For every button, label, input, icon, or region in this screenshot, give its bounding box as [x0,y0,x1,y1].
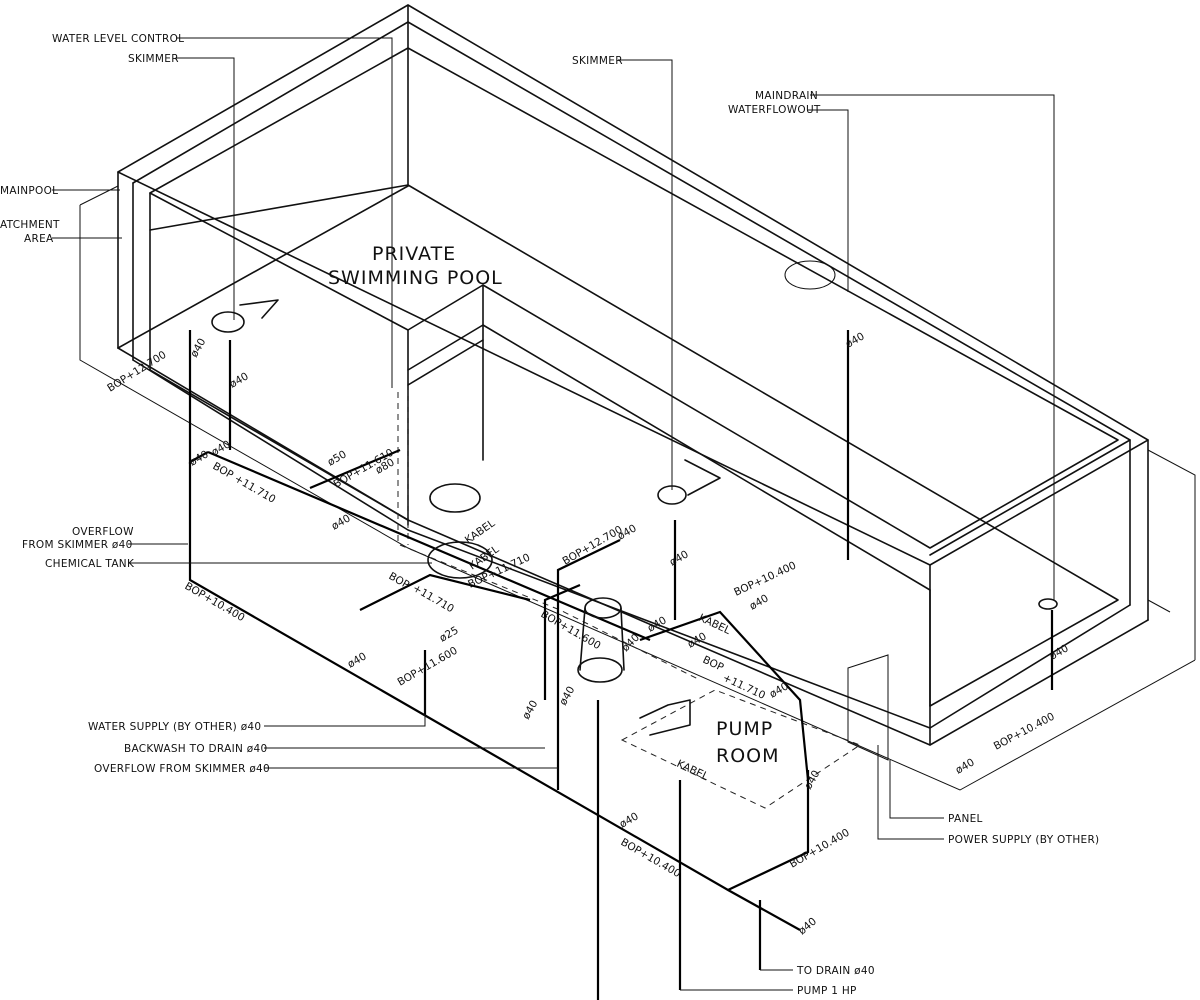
pipe-size-d40: ø40 [618,810,641,830]
pump-room-line1: PUMP [716,718,773,740]
pool-title-line2: SWIMMING POOL [328,267,503,289]
pipe-size-d40: ø40 [796,915,819,937]
callout-backwash: BACKWASH TO DRAIN ø40 [124,743,267,755]
pool-structure [79,4,1196,791]
callout-water-supply: WATER SUPPLY (BY OTHER) ø40 [88,721,261,733]
pipe-size-d40: ø40 [330,512,353,532]
chemical-tank [427,541,493,579]
pipe-size-d40: ø40 [346,650,369,670]
dim-bop-pump: BOP [701,654,726,674]
main-drain [1038,598,1058,610]
pipe-network [188,330,1054,1000]
callout-overflow-2: FROM SKIMMER ø40 [22,539,133,551]
dim-bop-10400-a: BOP+10.400 [183,580,247,624]
callout-overflow-skimmer: OVERFLOW FROM SKIMMER ø40 [94,763,270,775]
callout-pump: PUMP 1 HP [797,985,857,997]
callout-skimmer-top: SKIMMER [572,55,623,67]
callout-panel: PANEL [948,813,983,825]
sand-filter [429,483,481,513]
dim-bop-11710-c: +11.710 [411,582,456,615]
main-drain-flow [784,260,836,290]
callout-catchment-1: ATCHMENT [0,219,60,231]
callout-water-level-control: WATER LEVEL CONTROL [52,33,184,45]
pipe-size-d40: ø40 [954,756,977,776]
pipe-size-d40: ø40 [748,592,771,612]
panel-box [847,654,889,761]
callout-power-supply: POWER SUPPLY (BY OTHER) [948,834,1099,846]
sand-filter [577,657,623,683]
callout-skimmer-left: SKIMMER [128,53,179,65]
pipe-size-d40: ø40 [557,684,577,707]
pool-title-line1: PRIVATE [372,243,456,265]
dim-bop-label-mid: BOP [387,570,412,591]
cable-label: KABEL [463,517,498,546]
pipe-size-d25: ø25 [438,624,461,644]
callout-to-drain: TO DRAIN ø40 [796,965,875,977]
dim-bop-12700-mid: BOP+12.700 [561,524,625,568]
dim-bop-10400-b: BOP+10.400 [732,559,798,598]
pump-room-line2: ROOM [716,745,780,767]
callout-mainpool: MAINPOOL [0,185,58,197]
dim-bop-11710-e: +11.710 [721,672,767,702]
skimmer-left [211,311,245,333]
callout-waterflowout: WATERFLOWOUT [728,104,821,116]
pipe-size-d40: ø40 [188,336,208,359]
cable-label: KABEL [675,758,711,783]
callout-chemical-tank: CHEMICAL TANK [45,558,135,570]
pipe-size-d40: ø40 [520,698,540,721]
dim-bop-10400-c: BOP+10.400 [992,711,1057,753]
callout-catchment-2: AREA [24,233,54,245]
callout-overflow-1: OVERFLOW [72,526,134,538]
dim-bop-11600: BOP+11.600 [396,645,460,689]
pipe-size-d50: ø50 [326,448,349,468]
dim-bop-10400-e: BOP+10.400 [788,827,852,871]
pipe-size-d40: ø40 [668,548,691,568]
callout-maindrain: MAINDRAIN [755,90,818,102]
pump [639,699,691,736]
